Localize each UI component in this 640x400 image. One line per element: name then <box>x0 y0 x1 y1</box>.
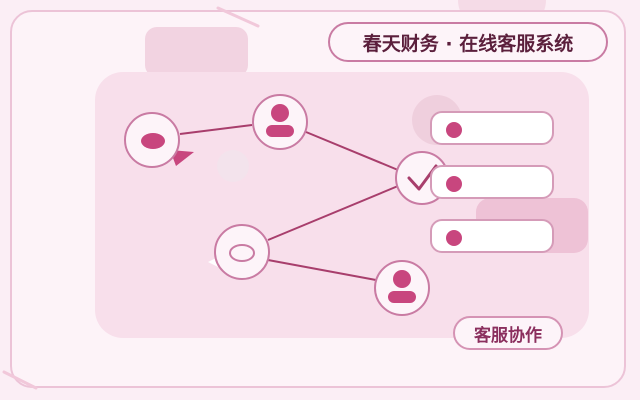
page-title: 春天财务 · 在线客服系统 <box>328 22 608 62</box>
decor-blob-top <box>145 27 248 77</box>
user-icon <box>266 104 294 137</box>
chat-node[interactable] <box>124 112 194 168</box>
link-message-check <box>267 185 399 241</box>
decor-circle <box>217 150 249 182</box>
chat-bubble-icon <box>141 133 165 149</box>
collaboration-tag: 客服协作 <box>453 316 563 350</box>
agent-node-top[interactable] <box>252 94 308 150</box>
list-item-1[interactable] <box>430 111 554 145</box>
message-node[interactable] <box>208 224 270 280</box>
chat-bubble-outline-icon <box>229 244 255 262</box>
link-agent-check <box>305 131 399 171</box>
list-item-3[interactable] <box>430 219 554 253</box>
dot-icon <box>446 122 462 138</box>
link-message-agent <box>267 259 377 281</box>
user-icon <box>388 270 416 303</box>
agent-node-bottom[interactable] <box>374 260 430 316</box>
dot-icon <box>446 230 462 246</box>
network-links <box>179 124 399 281</box>
dot-icon <box>446 176 462 192</box>
link-chat-agent <box>179 124 253 135</box>
list-item-2[interactable] <box>430 165 554 199</box>
